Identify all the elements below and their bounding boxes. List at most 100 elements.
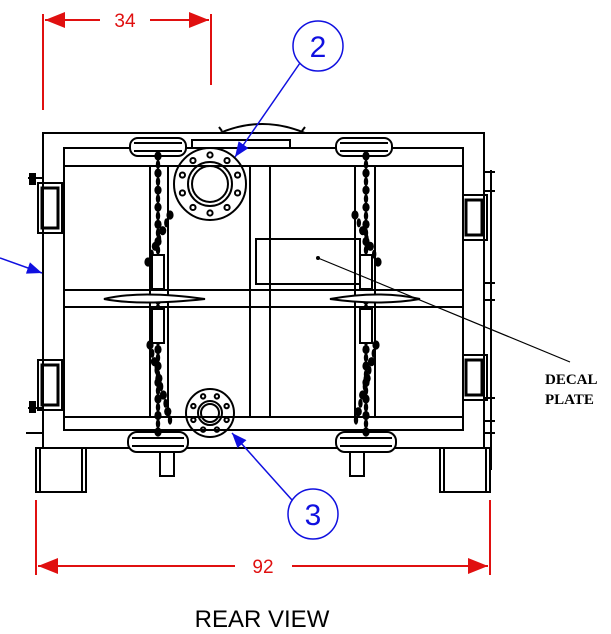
chain-link [362, 151, 370, 161]
wheel-bottom-right [335, 431, 397, 453]
chain-link [155, 159, 161, 170]
chains [144, 151, 382, 437]
chain-link [164, 407, 172, 417]
chain-link [359, 226, 367, 236]
chain-link [372, 340, 380, 350]
chain-link [354, 407, 362, 417]
chain-link [155, 194, 161, 204]
right-brackets [462, 170, 495, 470]
top-width-value: 34 [114, 11, 136, 32]
chain-link [363, 373, 371, 383]
chain-link [362, 410, 370, 421]
view-caption: REAR VIEW [195, 606, 330, 633]
chain-link [371, 348, 376, 358]
pulley-wheels [127, 137, 397, 453]
chain-link [363, 402, 369, 412]
bolt-hole [223, 416, 230, 424]
chain-link [351, 210, 359, 220]
callout-2-number: 2 [310, 31, 327, 64]
callout-1-leader [0, 257, 43, 274]
bolt-hole [189, 203, 197, 212]
chain-link [362, 202, 370, 212]
chain-link [362, 168, 370, 178]
flange-large [173, 147, 247, 221]
bolt-hole [233, 171, 242, 179]
frame [42, 123, 485, 449]
chain-link [359, 390, 367, 400]
chain-link [371, 249, 377, 259]
feet [35, 447, 491, 493]
chain-link [154, 168, 162, 178]
callout-3-number: 3 [305, 499, 322, 532]
chain-link [144, 257, 152, 267]
bolt-hole [233, 189, 242, 197]
chain-link [155, 419, 161, 429]
chain-link [353, 415, 359, 425]
bolt-hole [190, 402, 197, 410]
overall-width-value: 92 [252, 557, 273, 578]
bolt-hole [178, 171, 187, 179]
chain-link [154, 410, 162, 421]
chain-link [155, 211, 161, 221]
chain-link [154, 151, 162, 161]
chain-link [166, 210, 174, 220]
chain-link [362, 344, 370, 355]
bolt-hole [223, 203, 231, 212]
bolt-hole [213, 393, 221, 400]
chain-link [374, 257, 382, 267]
chain-link [362, 427, 370, 437]
chain-link [154, 202, 162, 212]
chain-link [363, 353, 369, 363]
chain-link [363, 211, 369, 221]
chain-link [356, 218, 362, 228]
bolt-hole [206, 209, 214, 217]
overall-width-dimension: 92 [35, 500, 491, 578]
chain-link [150, 348, 155, 358]
wheel-bottom-left [127, 431, 189, 453]
chain-link [159, 226, 167, 236]
turnbuckles [103, 254, 421, 344]
chain-link [363, 194, 369, 204]
bolt-hole [223, 156, 231, 165]
bolt-hole [223, 402, 230, 410]
bolt-hole [199, 393, 207, 400]
chain-link [154, 394, 162, 404]
decal-label-line2: PLATE [545, 392, 594, 408]
chain-link [150, 357, 159, 367]
chain-link [167, 415, 173, 425]
top-width-dimension: 34 [42, 11, 212, 110]
bolt-hole [190, 416, 197, 424]
bolt-hole [213, 426, 221, 433]
chain-link [159, 390, 167, 400]
chain-link [163, 398, 168, 408]
callout-3: 3 [231, 432, 339, 540]
bolt-hole [199, 426, 207, 433]
chain-link [363, 159, 369, 170]
chain-link [155, 177, 161, 187]
left-brackets [26, 173, 63, 434]
flange-small [185, 388, 235, 438]
chain-link [154, 185, 162, 195]
chain-link [154, 365, 159, 375]
chain-link [154, 344, 162, 355]
chain-link [367, 357, 376, 367]
decal-label-line1: DECAL [545, 372, 598, 388]
chain-link [363, 419, 369, 429]
chain-link [158, 382, 164, 392]
chain-link [362, 185, 370, 195]
decal-plate-note: DECAL PLATE [316, 256, 598, 408]
chain-link [154, 219, 162, 229]
chain-link [363, 177, 369, 187]
chain-link [155, 402, 161, 412]
chain-link [155, 373, 163, 383]
bolt-hole [178, 189, 187, 197]
chain-link [151, 241, 159, 251]
chain-link [367, 365, 372, 375]
chain-link [164, 218, 169, 228]
chain-link [364, 233, 369, 244]
chain-link [154, 427, 162, 437]
chain-link [362, 382, 368, 392]
bolt-hole [189, 156, 197, 165]
bolt-hole [206, 151, 214, 159]
